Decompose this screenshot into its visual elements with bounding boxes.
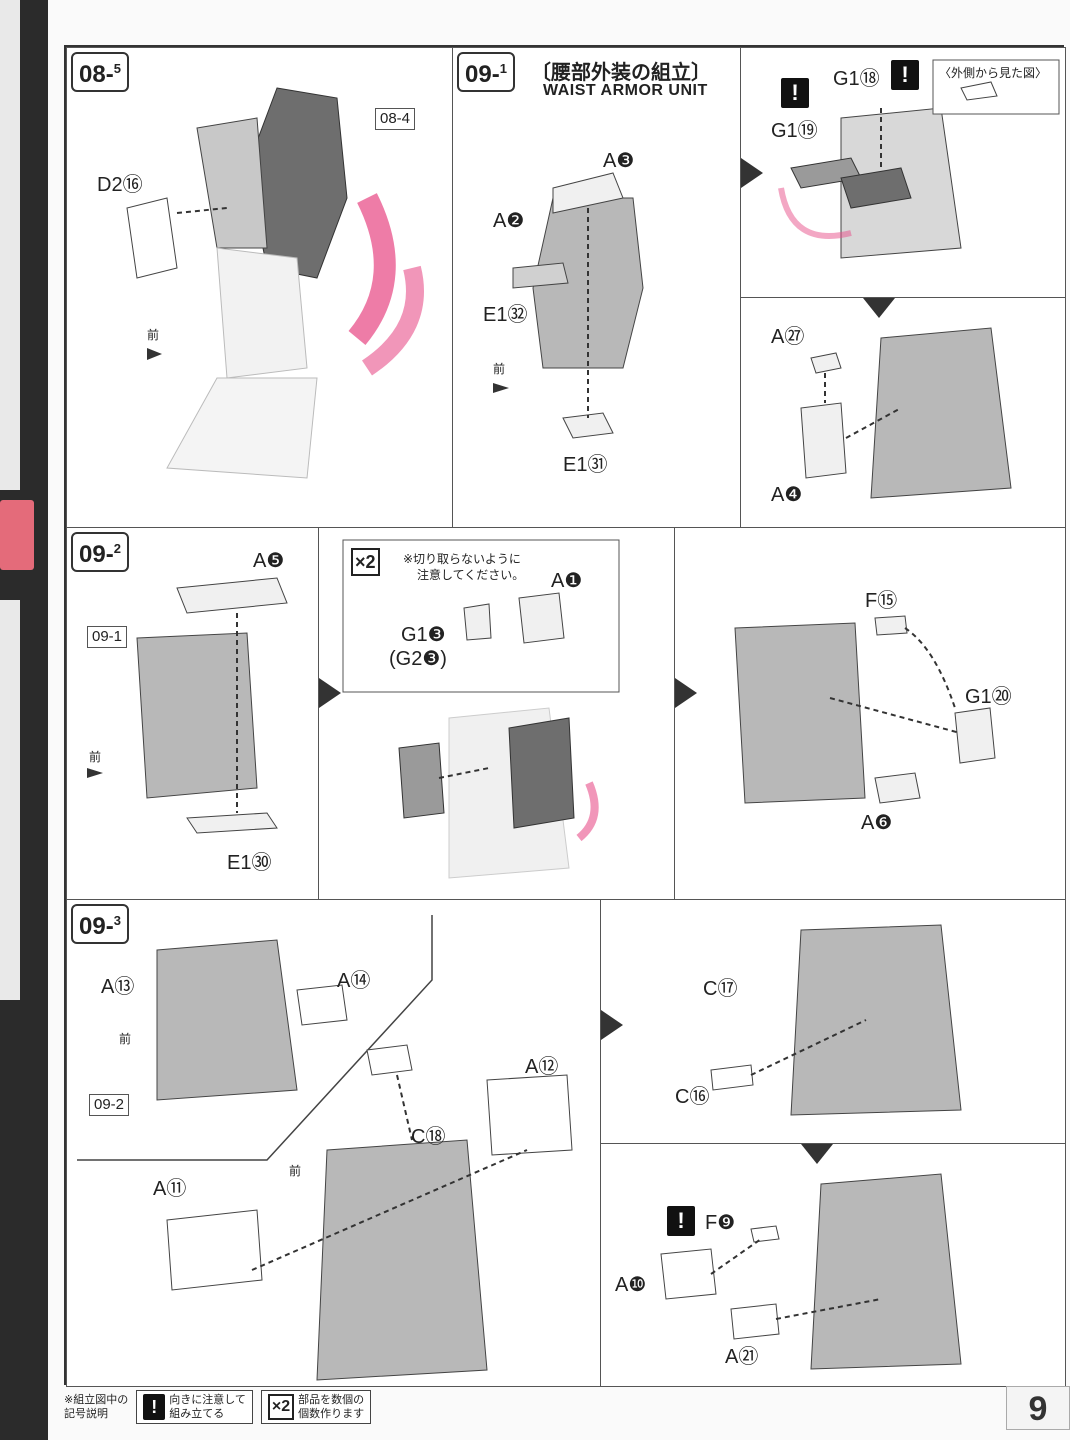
- panel-09-2: 09-2 09-1 A❺ E1㉚ 前: [66, 527, 320, 901]
- step-sub: 1: [499, 61, 507, 76]
- legend-multiply-line1: 部品を数個の: [298, 1393, 365, 1406]
- legend-multiply: ×2 部品を数個の 個数作ります: [260, 1390, 372, 1424]
- part-label: A❷: [493, 210, 525, 232]
- part-label: A㉑: [725, 1346, 759, 1368]
- part-label: C⑱: [411, 1126, 446, 1148]
- panel-09-2-detail: ×2 ※切り取らないように 注意してください。 A❶ G1❸ (G2❸): [318, 527, 676, 901]
- waist-front-illustration: [87, 577, 288, 834]
- part-label: A❶: [551, 570, 583, 592]
- part-label: G1⑳: [965, 686, 1012, 708]
- panel-09-1: 09-1 〔腰部外装の組立〕 WAIST ARMOR UNIT A❸ A❷ E1…: [452, 47, 742, 529]
- part-label: E1㉛: [563, 454, 608, 476]
- part-label: A⑬: [101, 976, 135, 998]
- upper-body-illustration: [77, 915, 573, 1381]
- orientation-warning-icon: !: [781, 78, 809, 108]
- multiply-icon: ×2: [267, 1394, 295, 1420]
- part-label: (G2❸): [389, 648, 447, 670]
- side-armor-illustration: [319, 539, 620, 879]
- flow-arrow-down: [863, 298, 895, 318]
- part-label: G1❸: [401, 624, 446, 646]
- front-label: 前: [89, 750, 102, 764]
- legend-caption: ※組立図中の 記号説明: [64, 1393, 128, 1421]
- legend-warning: ! 向きに注意して 組み立てる: [136, 1390, 253, 1424]
- step-main: 09: [79, 541, 106, 568]
- step-sub: 2: [113, 541, 121, 556]
- caution-note-line1: ※切り取らないように: [403, 552, 521, 566]
- reference-tag: 08-4: [375, 108, 416, 130]
- panel-09-3: 09-3 09-2 A⑬ A⑭ C⑱ A⑫ A⑪ 前 前: [66, 899, 602, 1387]
- legend-caption-line2: 記号説明: [64, 1407, 108, 1420]
- front-label: 前: [493, 362, 506, 376]
- part-label: G1⑲: [771, 120, 818, 142]
- reference-tag: 09-1: [87, 626, 128, 648]
- section-title-jp: 〔腰部外装の組立〕: [531, 60, 711, 84]
- orientation-warning-icon: !: [891, 60, 919, 90]
- panel-08-5: 08-5 08-4 D2⑯ 前: [66, 47, 454, 529]
- step-main: 08: [79, 61, 106, 88]
- part-label: G1⑱: [833, 68, 880, 90]
- part-label: A⑪: [153, 1178, 187, 1200]
- part-label: A⑭: [337, 970, 371, 992]
- step-number: 09-3: [71, 904, 129, 944]
- binding-spine: [0, 0, 48, 1440]
- part-label: A❹: [771, 484, 803, 506]
- step-main: 09: [79, 913, 106, 940]
- manual-page: 08-5 08-4 D2⑯ 前 09-1 〔腰部外装の組立〕 WAIST ARM…: [48, 0, 1070, 1440]
- part-label: D2⑯: [97, 174, 143, 196]
- legend-multiply-line2: 個数作ります: [298, 1407, 365, 1420]
- part-label: E1㉚: [227, 852, 272, 874]
- reference-tag: 09-2: [89, 1094, 130, 1116]
- instruction-frame: 08-5 08-4 D2⑯ 前 09-1 〔腰部外装の組立〕 WAIST ARM…: [64, 45, 1066, 1387]
- panel-09-3-armor: ! F❾ A❿ A㉑: [600, 1143, 1066, 1387]
- waist-assembly-illustration: [493, 172, 644, 439]
- hip-joint-illustration: [675, 615, 996, 804]
- part-label: C⑰: [703, 978, 738, 1000]
- legend-caption-line1: ※組立図中の: [64, 1393, 129, 1406]
- chest-illustration: [601, 924, 962, 1116]
- left-page-edge: [0, 0, 20, 490]
- legend-warning-line1: 向きに注意して: [169, 1393, 246, 1406]
- armor-rotate-illustration: [741, 59, 1060, 259]
- panel-09-3-chest: C⑰ C⑯: [600, 899, 1066, 1145]
- part-label: A❸: [603, 150, 635, 172]
- symbol-legend: ※組立図中の 記号説明 ! 向きに注意して 組み立てる ×2 部品を数個の 個数…: [64, 1388, 372, 1426]
- warning-icon: !: [143, 1394, 166, 1420]
- legend-warning-line2: 組み立てる: [169, 1407, 225, 1420]
- page-number: 9: [1006, 1386, 1070, 1430]
- front-label: 前: [119, 1032, 132, 1046]
- part-label: E1㉜: [483, 304, 528, 326]
- step-number: 08-5: [71, 52, 129, 92]
- caution-note-line2: 注意してください。: [417, 568, 525, 582]
- part-label: C⑯: [675, 1086, 710, 1108]
- panel-09-2-hip: F⑮ G1⑳ A❻: [674, 527, 1066, 901]
- legend-warning-text: 向きに注意して 組み立てる: [169, 1393, 246, 1421]
- panel-09-1-rotate: ! ! G1⑱ G1⑲ 〈外側から見た図〉: [740, 47, 1066, 299]
- step-main: 09: [465, 61, 492, 88]
- chest-armor-illustration: [660, 1173, 962, 1370]
- section-title-en: WAIST ARMOR UNIT: [543, 82, 708, 99]
- armor-attach-illustration: [800, 327, 1012, 499]
- pink-index-tab: [0, 500, 34, 570]
- orientation-warning-icon: !: [667, 1206, 695, 1236]
- legend-multiply-text: 部品を数個の 個数作ります: [298, 1393, 364, 1421]
- left-page-edge-lower: [0, 600, 20, 1000]
- part-label: F❾: [705, 1212, 736, 1234]
- part-label: A❺: [253, 550, 285, 572]
- part-label: A⑫: [525, 1056, 559, 1078]
- outside-view-note: 〈外側から見た図〉: [939, 66, 1048, 80]
- front-label: 前: [147, 328, 160, 342]
- part-label: F⑮: [865, 590, 898, 612]
- flow-arrow-down: [801, 1144, 833, 1164]
- make-two-icon: ×2: [351, 548, 380, 576]
- step-number: 09-2: [71, 532, 129, 572]
- step-sub: 3: [113, 913, 121, 928]
- part-label: A❿: [615, 1274, 647, 1296]
- part-label: A㉗: [771, 326, 805, 348]
- front-label: 前: [289, 1164, 302, 1178]
- panel-09-1-attach: A㉗ A❹: [740, 297, 1066, 529]
- step-sub: 5: [113, 61, 121, 76]
- part-label: A❻: [861, 812, 893, 834]
- step-number: 09-1: [457, 52, 515, 92]
- leg-assembly-illustration: [126, 87, 424, 479]
